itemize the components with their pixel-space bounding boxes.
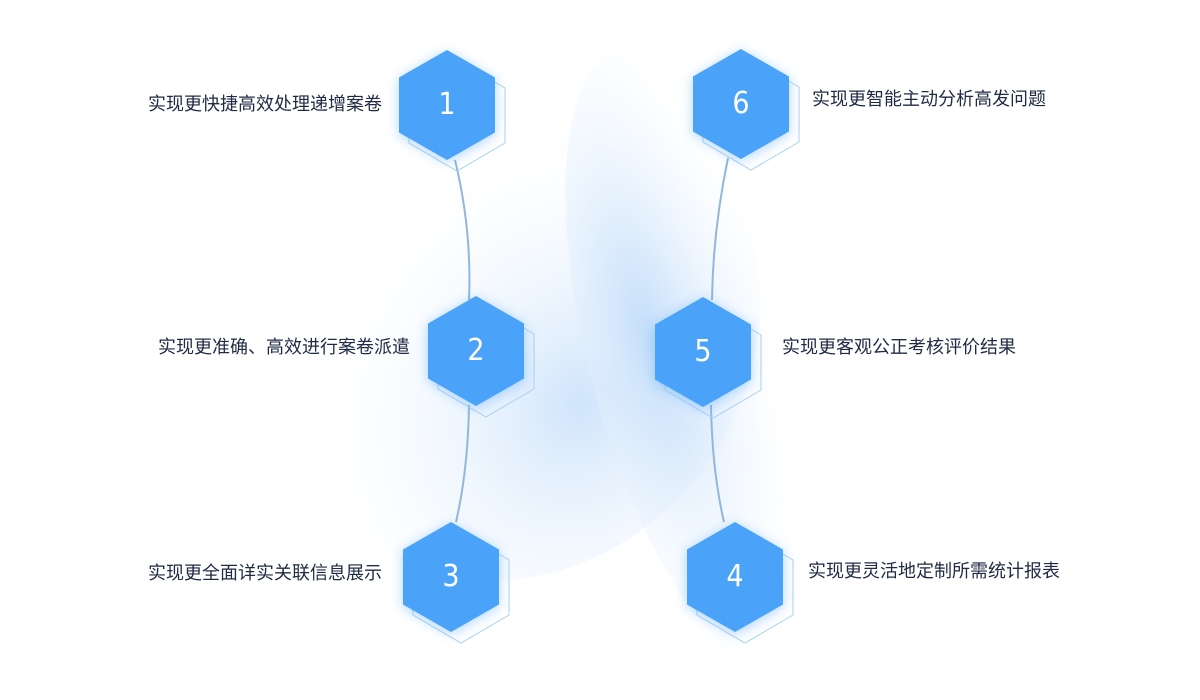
step-number: 2: [467, 333, 485, 368]
step-6-label: 实现更智能主动分析高发问题: [812, 89, 1046, 110]
connector-1-2: [454, 159, 471, 301]
connector-2-3: [455, 404, 470, 523]
step-number: 6: [732, 86, 750, 121]
step-2-hexagon: 2: [428, 296, 535, 418]
step-1-label: 实现更快捷高效处理递增案卷: [148, 94, 382, 115]
step-3-label: 实现更全面详实关联信息展示: [148, 563, 382, 584]
step-number: 5: [694, 334, 712, 369]
step-4-label: 实现更灵活地定制所需统计报表: [808, 561, 1060, 582]
step-2-label: 实现更准确、高效进行案卷派遣: [158, 337, 410, 358]
step-number: 3: [442, 559, 460, 594]
step-3-hexagon: 3: [403, 522, 510, 644]
step-number: 1: [438, 87, 456, 122]
connector-5-4: [710, 404, 725, 523]
step-5-label: 实现更客观公正考核评价结果: [782, 337, 1016, 358]
connector-6-5: [711, 157, 729, 301]
step-4-hexagon: 4: [687, 522, 794, 644]
step-1-hexagon: 1: [399, 50, 506, 172]
step-number: 4: [726, 559, 744, 594]
step-5-hexagon: 5: [655, 297, 762, 419]
step-6-hexagon: 6: [693, 49, 800, 171]
